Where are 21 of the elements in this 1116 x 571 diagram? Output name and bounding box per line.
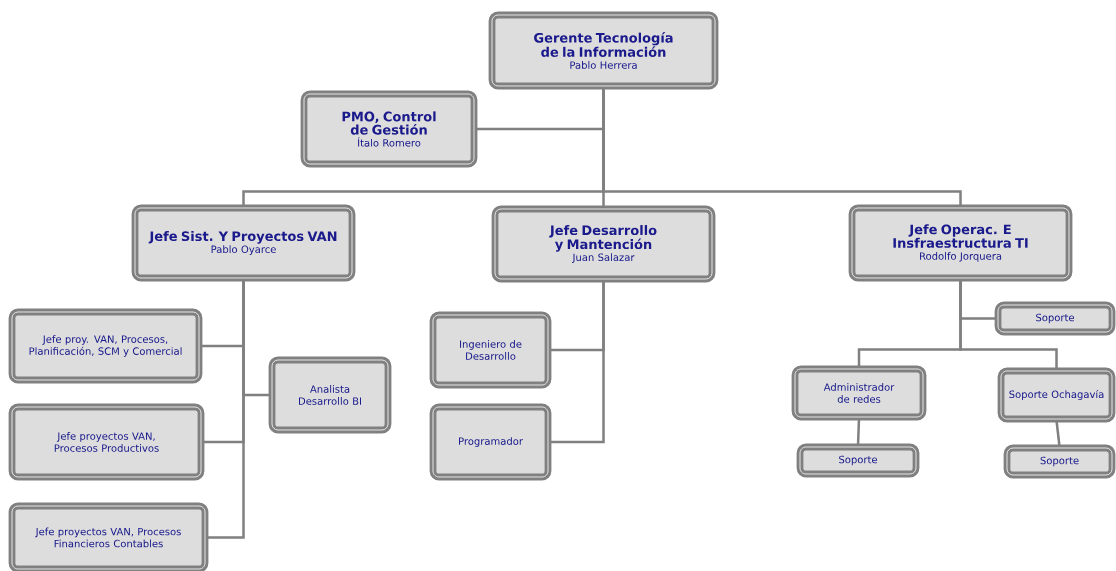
title-box: Gerente Tecnología de la Información Pablo Herrera (488, 11, 719, 90)
role-box: Jefe proyectos VAN, Procesos Productivos (8, 403, 205, 481)
role-box: Analista Desarrollo BI (268, 356, 392, 434)
role-box: Soporte (994, 301, 1116, 336)
role-box: Soporte (796, 443, 920, 478)
role-box: Soporte Ochagavía (997, 367, 1116, 423)
title-box: Jefe Sist. Y Proyectos VAN Pablo Oyarce (131, 204, 356, 282)
title-box: Jefe Desarrollo y Mantención Juan Salazar (491, 205, 716, 283)
connector-line (856, 418, 861, 446)
role-box: Jefe proy. VAN, Procesos, Planificación, SCM y Comercial (8, 308, 203, 384)
title-box: Jefe Operac. E Insfraestructura TI Rodolfo Jorquera (848, 204, 1073, 282)
role-box: Administrador de redes (791, 365, 927, 421)
title-box: PMO, Control de Gestión Ítalo Romero (300, 90, 478, 168)
role-box: Programador (429, 403, 552, 481)
connector-line (1055, 420, 1061, 447)
connector-line (959, 279, 1058, 370)
role-box: Soporte (1003, 444, 1116, 479)
role-box: Jefe proyectos VAN, Procesos Financieros Contables (8, 502, 209, 571)
role-box: Ingeniero de Desarrollo (429, 311, 552, 389)
connector-line (549, 280, 605, 444)
connector-line (242, 279, 271, 397)
